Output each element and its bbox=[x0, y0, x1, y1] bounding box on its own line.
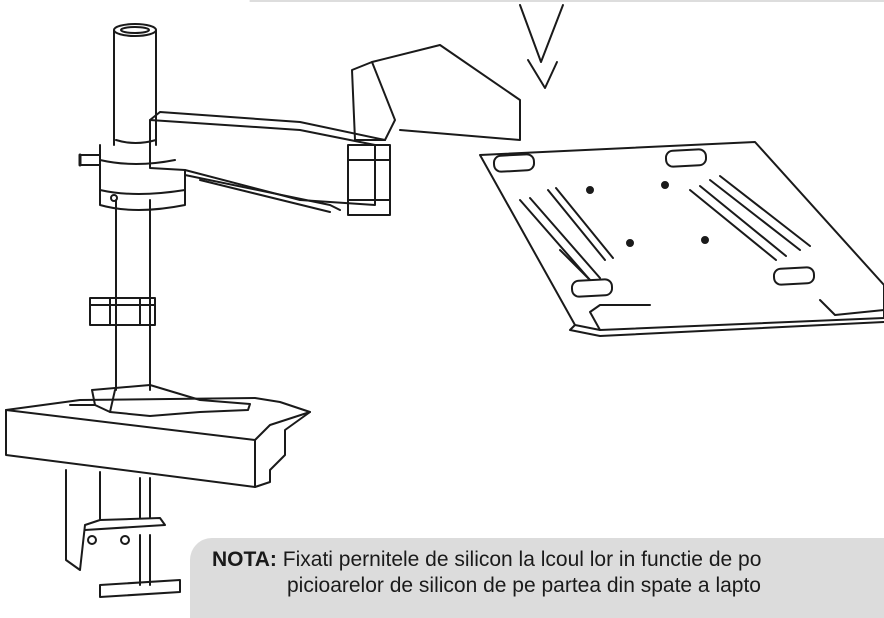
note-panel bbox=[190, 538, 884, 618]
pole-base bbox=[69, 384, 251, 417]
note-line-1: NOTA: Fixati pernitele de silicon la lco… bbox=[212, 548, 761, 572]
note-line-2: picioarelor de silicon de pe partea din … bbox=[287, 574, 761, 598]
note-text-1: Fixati pernitele de silicon la lcoul lor… bbox=[282, 548, 762, 571]
mounting-pole bbox=[113, 23, 157, 391]
arm-lower-segment bbox=[149, 111, 386, 213]
pole-collar bbox=[78, 144, 186, 211]
arm-elbow-joint bbox=[347, 144, 391, 216]
note-label: NOTA: bbox=[212, 548, 277, 571]
note-text-2: picioarelor de silicon de pe partea din … bbox=[287, 574, 761, 597]
laptop-tray bbox=[479, 141, 884, 337]
cable-clip bbox=[89, 297, 156, 326]
desk-clamp bbox=[65, 469, 181, 598]
down-arrow-icon bbox=[519, 4, 564, 89]
desk-slab bbox=[5, 397, 311, 488]
arm-upper-segment bbox=[351, 44, 521, 141]
